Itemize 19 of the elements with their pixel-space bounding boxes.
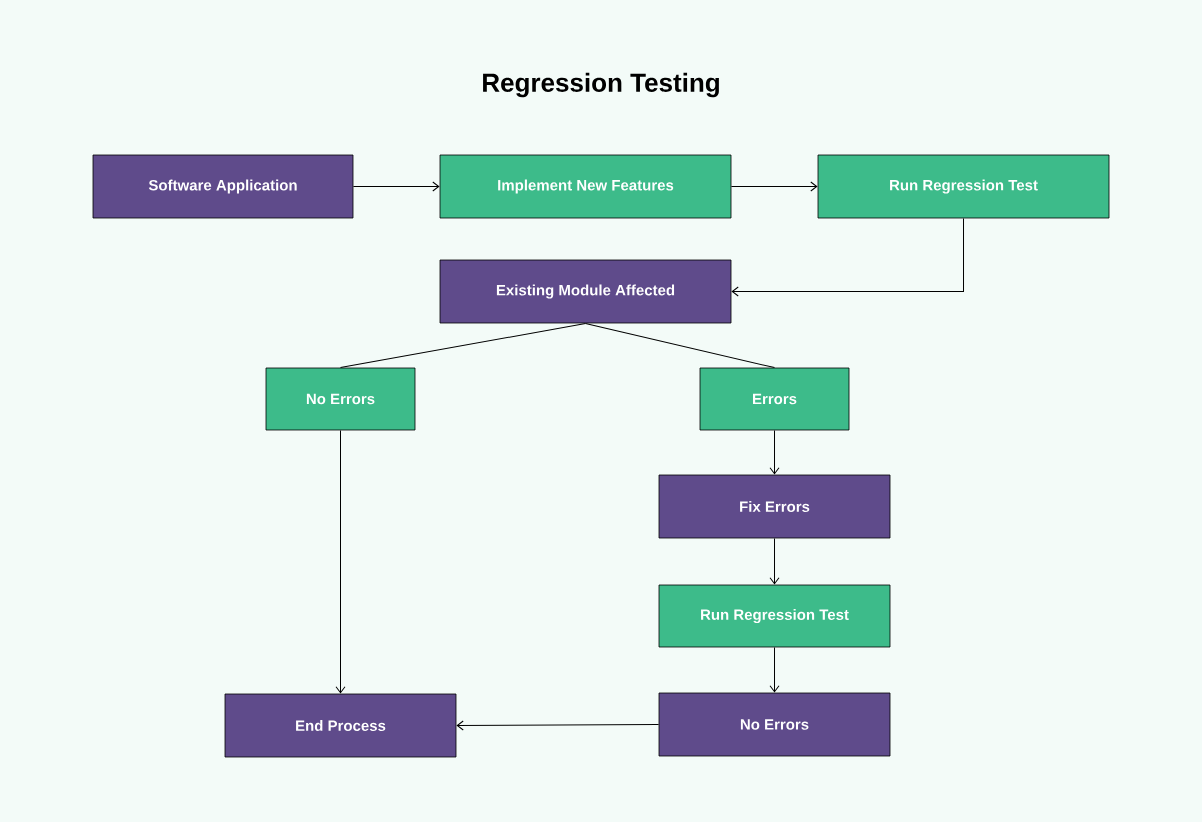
arrow — [769, 537, 780, 585]
process-box: End Process — [224, 693, 457, 758]
process-box: Run Regression Test — [817, 154, 1110, 219]
arrow — [731, 217, 964, 297]
arrow — [769, 429, 780, 475]
arrow — [456, 720, 660, 731]
title: Regression Testing — [483, 72, 719, 98]
arrow — [730, 181, 818, 192]
process-box: Existing Module Affected — [439, 259, 732, 324]
process-box: Implement New Features — [439, 154, 732, 219]
process-box: Fix Errors — [658, 474, 891, 539]
process-box: No Errors — [658, 692, 891, 757]
arrow — [335, 429, 346, 694]
process-box: Errors — [699, 367, 850, 431]
process-box: Run Regression Test — [658, 584, 891, 648]
arrow — [769, 646, 780, 693]
process-box: Software Application — [92, 154, 354, 219]
process-box: No Errors — [265, 367, 416, 431]
arrow — [352, 181, 440, 192]
